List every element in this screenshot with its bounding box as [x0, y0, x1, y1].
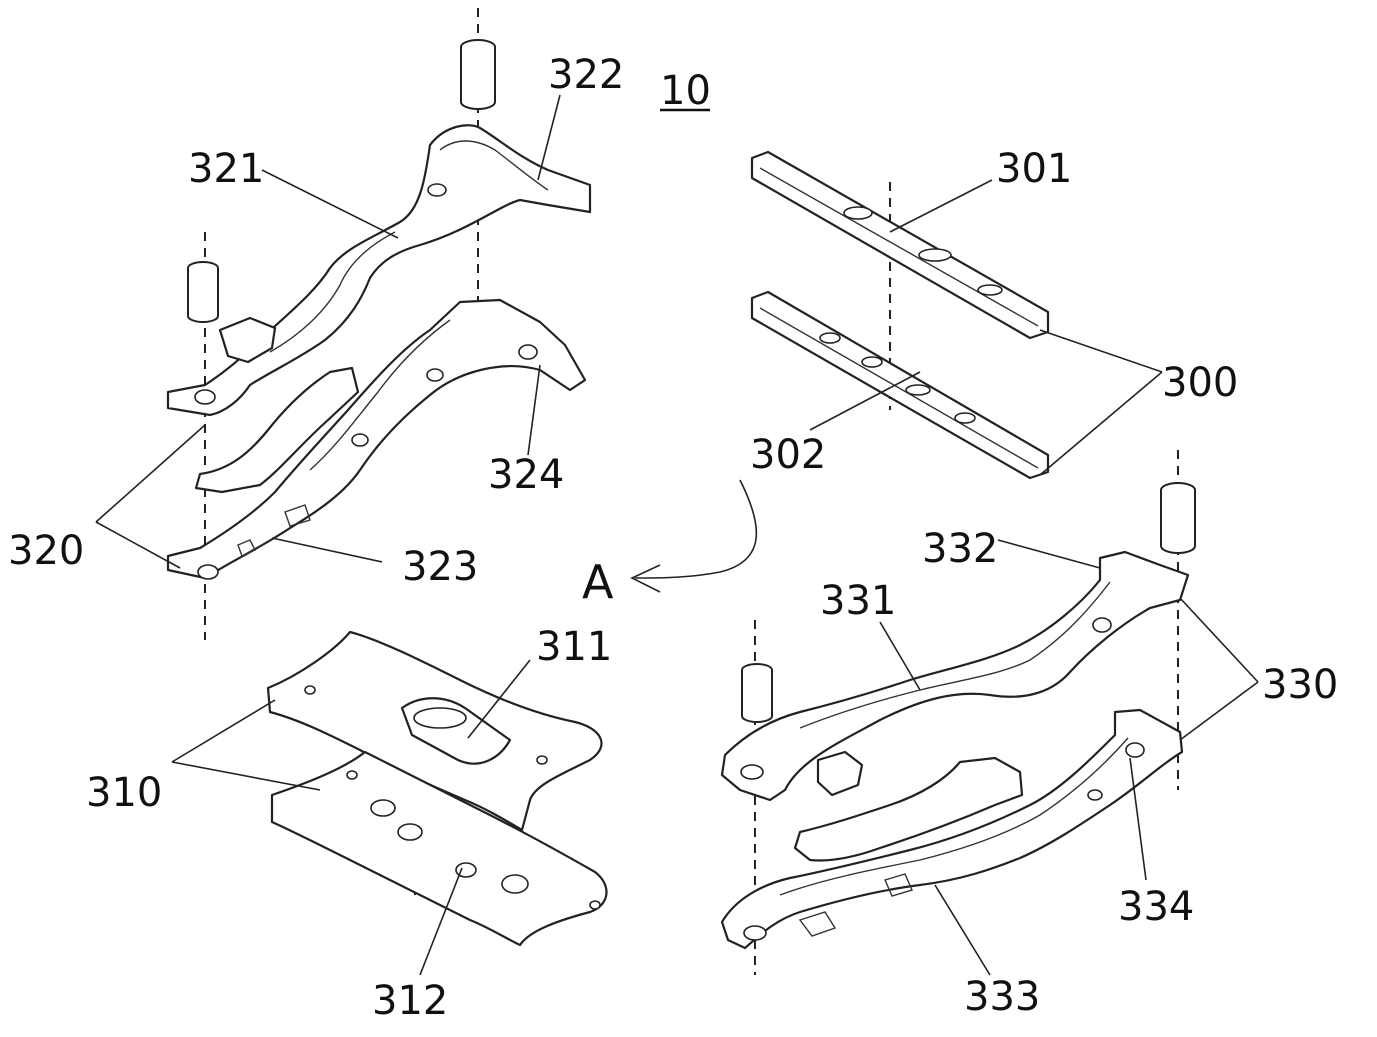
part-331-upper-member — [720, 550, 1190, 802]
label-310: 310 — [86, 770, 162, 816]
bushing-cylinder-left — [187, 261, 219, 323]
label-324: 324 — [488, 452, 564, 498]
part-320-assembly — [166, 39, 592, 580]
label-323: 323 — [402, 544, 478, 590]
leader-lines — [95, 94, 1259, 976]
part-300-assembly — [750, 150, 1050, 480]
label-333: 333 — [964, 974, 1040, 1020]
label-301: 301 — [996, 146, 1072, 192]
reference-numerals: 10 A 322 321 324 320 323 301 300 302 311… — [8, 52, 1338, 1024]
label-330: 330 — [1262, 662, 1338, 708]
label-321: 321 — [188, 146, 264, 192]
bushing-cylinder-right — [1160, 482, 1196, 554]
part-312-lower-crossmember — [270, 750, 608, 947]
label-302: 302 — [750, 432, 826, 478]
label-332: 332 — [922, 526, 998, 572]
ref-number-10: 10 — [660, 68, 711, 114]
label-312: 312 — [372, 978, 448, 1024]
part-330-assembly — [720, 482, 1196, 950]
part-310-assembly — [266, 630, 608, 947]
part-323-lower-member — [166, 298, 587, 580]
view-arrow-a — [630, 479, 758, 593]
view-marker-a: A — [582, 555, 614, 609]
label-311: 311 — [536, 624, 612, 670]
label-331: 331 — [820, 578, 896, 624]
bushing-cylinder-top — [460, 39, 496, 110]
label-322: 322 — [548, 52, 624, 98]
label-320: 320 — [8, 528, 84, 574]
bushing-cylinder-lower — [741, 663, 773, 723]
label-300: 300 — [1162, 360, 1238, 406]
label-334: 334 — [1118, 884, 1194, 930]
